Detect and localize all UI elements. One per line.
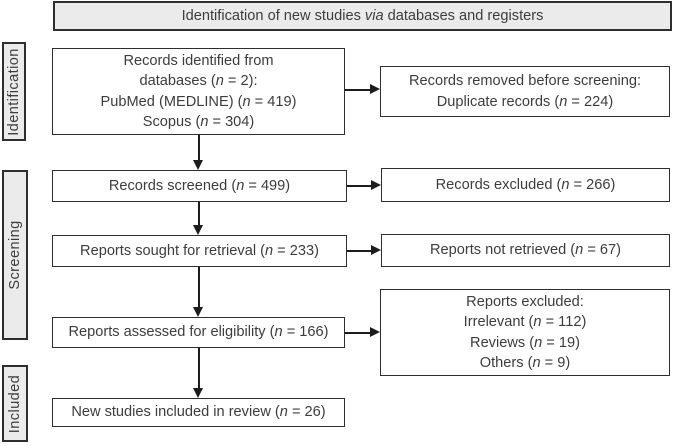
stage-label-identification: Identification — [2, 42, 26, 141]
box-reports-not-retrieved: Reports not retrieved (n = 67) — [381, 234, 670, 267]
box-records-excluded-label: Records excluded (n = 266) — [435, 176, 616, 193]
arrow-screened-to-excluded-head — [371, 180, 381, 191]
arrow-identified-to-screened-head — [193, 160, 204, 170]
arrow-identified-to-removed-head — [370, 84, 380, 95]
box-records-screened-label: Records screened (n = 499) — [108, 177, 291, 194]
box-new-studies-included: New studies included in review (n = 26) — [52, 398, 345, 427]
arrow-identified-to-removed-line — [345, 89, 371, 91]
box-reports-excluded-line4: Others (n = 9) — [479, 354, 571, 371]
box-reports-assessed: Reports assessed for eligibility (n = 16… — [52, 317, 345, 348]
box-records-identified: Records identified from databases (n = 2… — [52, 48, 345, 135]
box-records-removed-line1: Records removed before screening: — [409, 73, 641, 90]
box-reports-excluded: Reports excluded: Irrelevant (n = 112) R… — [380, 289, 670, 376]
box-reports-excluded-line1: Reports excluded: — [466, 293, 584, 310]
stage-label-screening: Screening — [2, 170, 28, 340]
box-records-removed: Records removed before screening: Duplic… — [380, 66, 670, 117]
box-records-excluded: Records excluded (n = 266) — [381, 168, 670, 202]
header-title: Identification of new studies via databa… — [181, 7, 544, 24]
box-records-identified-line2: databases (n = 2): — [139, 73, 258, 90]
arrow-sought-to-assessed-line — [198, 267, 200, 308]
box-reports-excluded-line3: Reviews (n = 19) — [470, 334, 580, 351]
box-records-identified-line3: PubMed (MEDLINE) (n = 419) — [100, 93, 297, 110]
box-reports-assessed-label: Reports assessed for eligibility (n = 16… — [68, 324, 329, 341]
arrow-sought-to-assessed-head — [193, 307, 204, 317]
arrow-identified-to-screened-line — [198, 135, 200, 162]
arrow-screened-to-excluded-line — [347, 185, 372, 187]
box-reports-sought: Reports sought for retrieval (n = 233) — [52, 235, 347, 267]
arrow-sought-to-not-retrieved-head — [371, 245, 381, 256]
header-box: Identification of new studies via databa… — [53, 1, 672, 31]
stage-label-included-text: Included — [6, 374, 23, 433]
stage-label-screening-text: Screening — [6, 220, 23, 290]
box-records-identified-line4: Scopus (n = 304) — [142, 113, 255, 130]
box-reports-not-retrieved-label: Reports not retrieved (n = 67) — [429, 242, 622, 259]
arrow-assessed-to-excluded-head — [370, 327, 380, 338]
arrow-screened-to-sought-head — [193, 225, 204, 235]
arrow-sought-to-not-retrieved-line — [347, 250, 372, 252]
arrow-assessed-to-included-head — [193, 388, 204, 398]
box-reports-sought-label: Reports sought for retrieval (n = 233) — [80, 242, 319, 259]
box-reports-excluded-line2: Irrelevant (n = 112) — [463, 314, 587, 331]
box-new-studies-included-label: New studies included in review (n = 26) — [71, 404, 326, 421]
box-records-identified-line1: Records identified from — [123, 52, 274, 69]
arrow-screened-to-sought-line — [198, 202, 200, 226]
stage-label-identification-text: Identification — [5, 47, 22, 136]
box-records-removed-line2: Duplicate records (n = 224) — [436, 93, 614, 110]
box-records-screened: Records screened (n = 499) — [52, 170, 347, 202]
arrow-assessed-to-included-line — [198, 348, 200, 389]
arrow-assessed-to-excluded-line — [345, 332, 371, 334]
stage-label-included: Included — [2, 365, 28, 442]
